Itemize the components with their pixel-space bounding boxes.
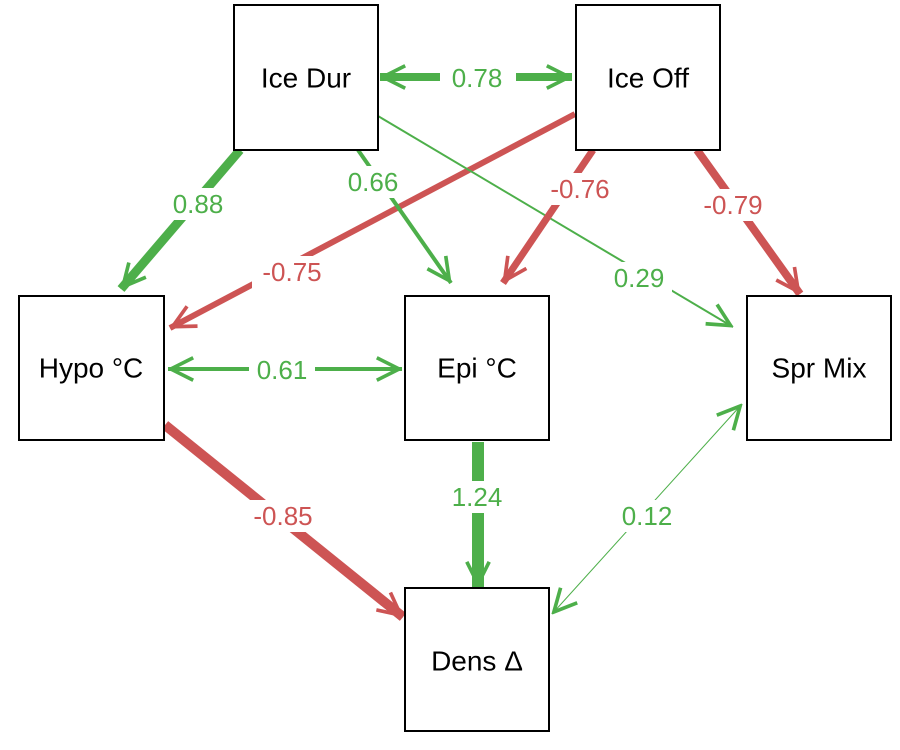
edge-ice-dur-spr-mix: [377, 115, 733, 328]
edge-ice-off-epi: [500, 148, 596, 285]
node-ice-off: Ice Off: [575, 4, 721, 151]
node-box: [233, 4, 379, 151]
node-label: Dens Δ: [431, 646, 523, 677]
edge-label-ice-off-spr-mix: -0.79: [703, 190, 762, 220]
node-box: [575, 4, 721, 151]
node-epi: Epi °C: [404, 295, 550, 441]
edge-label-ice-off-epi: -0.76: [550, 174, 609, 204]
node-label: Hypo °C: [39, 353, 144, 384]
node-box: [746, 295, 892, 441]
node-box: [404, 587, 550, 732]
node-dens: Dens Δ: [404, 587, 550, 732]
node-label: Ice Dur: [261, 63, 351, 94]
edge-labels: 0.78 0.88 0.66 -0.76 -0.79 -0.75 0.29 0.…: [164, 62, 773, 532]
edge-label-hypo-epi: 0.61: [257, 355, 308, 385]
edge-label-ice-off-hypo: -0.75: [262, 257, 321, 287]
node-label: Epi °C: [437, 353, 517, 384]
edge-ice-off-spr-mix: [693, 147, 804, 297]
node-label: Spr Mix: [772, 353, 867, 384]
nodes: Ice Dur Ice Off Hypo °C Epi °C Spr Mix D…: [18, 4, 892, 732]
node-spr-mix: Spr Mix: [746, 295, 892, 441]
edge-label-epi-dens: 1.24: [452, 482, 503, 512]
edge-ice-off-hypo: [168, 111, 577, 331]
edge-label-ice-dur-epi: 0.66: [348, 167, 399, 197]
edge-label-spr-mix-dens: 0.12: [622, 501, 673, 531]
node-box: [404, 295, 550, 441]
node-label: Ice Off: [607, 63, 689, 94]
node-box: [18, 295, 165, 441]
edge-label-ice-dur-spr-mix: 0.29: [614, 263, 665, 293]
node-ice-dur: Ice Dur: [233, 4, 379, 151]
edge-label-ice-dur-hypo: 0.88: [173, 189, 224, 219]
edge-label-hypo-dens: -0.85: [253, 501, 312, 531]
node-hypo: Hypo °C: [18, 295, 165, 441]
edge-label-ice-dur-ice-off: 0.78: [452, 63, 503, 93]
